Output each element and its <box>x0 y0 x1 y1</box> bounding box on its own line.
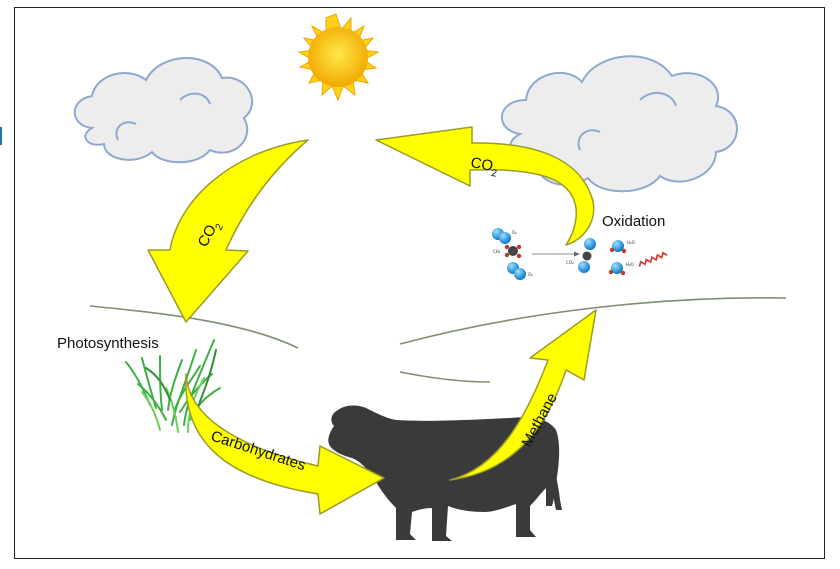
oxidation-label: Oxidation <box>602 213 665 230</box>
sun-icon <box>297 13 380 102</box>
co2-arrow-down <box>147 139 309 323</box>
water-molecule-icon: H₂O <box>608 262 634 276</box>
oxygen-molecule-icon: O₂ <box>507 262 533 280</box>
cloud-left <box>73 57 254 164</box>
water-molecule-icon: H₂O <box>609 240 635 254</box>
photosynthesis-label: Photosynthesis <box>57 335 159 352</box>
oxidation-reaction: O₂ CH₄ O₂ CO₂ <box>492 228 668 280</box>
co2-label-left-subscript: 2 <box>214 222 227 232</box>
ground-lines <box>89 297 787 383</box>
oxygen-molecule-icon: O₂ <box>492 228 517 244</box>
svg-text:H₂O: H₂O <box>626 262 634 267</box>
carbon-dioxide-molecule-icon: CO₂ <box>566 238 596 273</box>
cow-silhouette <box>328 405 562 541</box>
methane-arrow <box>449 309 597 481</box>
methane-molecule-icon: CH₄ <box>493 244 522 259</box>
svg-text:O₂: O₂ <box>512 230 517 235</box>
svg-text:O₂: O₂ <box>528 272 533 277</box>
co2-arrow-up <box>375 126 595 246</box>
edge-marker <box>0 127 2 145</box>
co2-label-top: CO <box>469 154 494 175</box>
co2-label-top-subscript: 2 <box>490 168 498 180</box>
cloud-right <box>501 55 738 193</box>
carbohydrates-arrow <box>185 373 385 515</box>
svg-text:CO₂: CO₂ <box>566 260 574 265</box>
diagram-frame <box>14 7 825 559</box>
energy-squiggle-icon <box>638 251 668 267</box>
svg-text:H₂O: H₂O <box>627 240 635 245</box>
svg-text:CH₄: CH₄ <box>493 249 501 254</box>
